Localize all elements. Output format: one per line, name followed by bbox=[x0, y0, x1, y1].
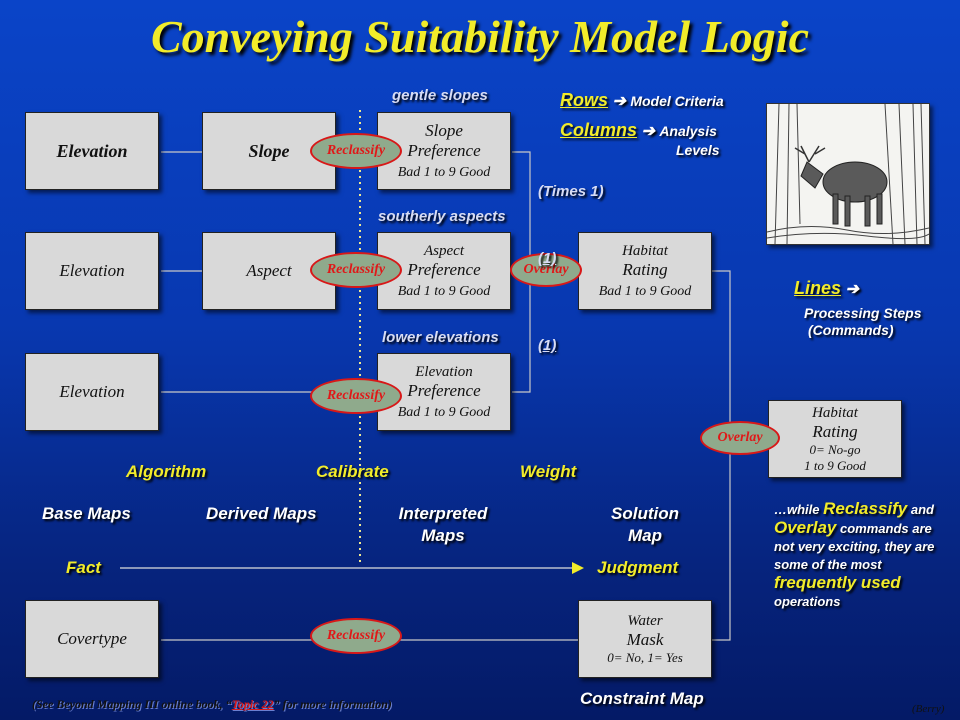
water-mask-map: Water Mask 0= No, 1= Yes bbox=[578, 600, 712, 678]
footer-reference: (See Beyond Mapping III online book, “To… bbox=[32, 697, 392, 711]
box-label: Elevation bbox=[59, 382, 125, 401]
box-label: Preference bbox=[407, 140, 481, 160]
legend-lines-steps: Processing Steps bbox=[804, 305, 922, 321]
legend-columns-levels: Levels bbox=[676, 142, 720, 158]
box-scale: Bad 1 to 9 Good bbox=[397, 164, 491, 180]
constraint-map-label: Constraint Map bbox=[580, 689, 704, 708]
derived-maps-label: Derived Maps bbox=[206, 504, 317, 523]
covertype-map: Covertype bbox=[25, 600, 159, 678]
box-label: Covertype bbox=[57, 629, 127, 648]
reclassify-oval-2: Reclassify bbox=[310, 252, 402, 288]
overlay-oval-1: Overlay bbox=[510, 253, 582, 287]
box-label: Aspect bbox=[424, 242, 464, 259]
box-scale: 0= No-go bbox=[809, 442, 861, 457]
times-1-weight: (Times 1) bbox=[538, 183, 604, 200]
weight-1-label-a: (1) bbox=[538, 250, 557, 267]
box-label: Rating bbox=[622, 259, 668, 279]
judgment-label: Judgment bbox=[597, 558, 679, 577]
fact-label: Fact bbox=[66, 558, 101, 577]
solution-map-label: Solution Map bbox=[611, 504, 679, 545]
page-title: Conveying Suitability Model Logic bbox=[150, 11, 810, 62]
algorithm-label: Algorithm bbox=[126, 462, 207, 481]
interpreted-maps-label: Interpreted Maps bbox=[398, 504, 488, 545]
lower-elevations-label: lower elevations bbox=[382, 329, 499, 346]
box-label: Slope bbox=[425, 120, 463, 140]
reclassify-oval-3: Reclassify bbox=[310, 378, 402, 414]
habitat-rating-final-map: Habitat Rating 0= No-go 1 to 9 Good bbox=[768, 400, 902, 478]
moose-illustration bbox=[766, 103, 930, 245]
box-scale: Bad 1 to 9 Good bbox=[598, 283, 692, 299]
calibrate-label: Calibrate bbox=[316, 462, 389, 481]
box-scale: 1 to 9 Good bbox=[804, 458, 866, 473]
elevation-map-2: Elevation bbox=[25, 232, 159, 310]
commands-note: …while Reclassify and Overlay commands a… bbox=[774, 499, 935, 610]
box-scale: Bad 1 to 9 Good bbox=[397, 283, 491, 299]
southerly-aspects-label: southerly aspects bbox=[378, 208, 506, 225]
legend-lines-commands: (Commands) bbox=[808, 322, 894, 338]
box-label: Habitat bbox=[622, 242, 668, 259]
elevation-map-3: Elevation bbox=[25, 353, 159, 431]
topic-link[interactable]: Topic 22 bbox=[231, 697, 274, 711]
base-maps-label: Base Maps bbox=[42, 504, 131, 523]
box-label: Water bbox=[627, 613, 663, 629]
overlay-oval-2: Overlay bbox=[700, 421, 780, 455]
legend-lines: Lines ➔ bbox=[794, 278, 859, 298]
legend-columns: Columns ➔ Analysis bbox=[560, 120, 717, 140]
box-label: Habitat bbox=[812, 405, 858, 421]
reclassify-oval-1: Reclassify bbox=[310, 133, 402, 169]
box-scale: 0= No, 1= Yes bbox=[607, 650, 683, 665]
weight-1-label-b: (1) bbox=[538, 337, 557, 354]
box-label: Elevation bbox=[56, 141, 128, 161]
box-label: Mask bbox=[626, 630, 664, 649]
box-label: Preference bbox=[407, 259, 481, 279]
weight-label: Weight bbox=[520, 462, 577, 481]
box-label: Rating bbox=[812, 422, 858, 441]
box-scale: Bad 1 to 9 Good bbox=[397, 404, 491, 420]
line-final-bracket bbox=[712, 270, 731, 641]
author-credit: (Berry) bbox=[912, 703, 945, 715]
box-label: Elevation bbox=[59, 261, 125, 280]
legend-rows: Rows ➔ Model Criteria bbox=[560, 90, 724, 110]
habitat-rating-map: Habitat Rating Bad 1 to 9 Good bbox=[578, 232, 712, 310]
reclassify-oval-4: Reclassify bbox=[310, 618, 402, 654]
arrow-head-icon bbox=[572, 562, 584, 574]
gentle-slopes-label: gentle slopes bbox=[392, 87, 488, 104]
box-label: Aspect bbox=[246, 261, 292, 280]
box-label: Preference bbox=[407, 380, 481, 400]
box-label: Slope bbox=[248, 141, 290, 161]
elevation-map-1: Elevation bbox=[25, 112, 159, 190]
box-label: Elevation bbox=[415, 363, 473, 380]
